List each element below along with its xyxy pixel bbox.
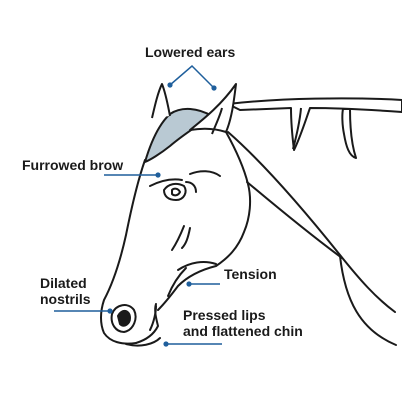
label-tension-text: Tension — [224, 266, 277, 282]
head-outline — [100, 131, 397, 347]
label-lowered-ears: Lowered ears — [145, 44, 235, 60]
ears-dot-right — [211, 85, 217, 91]
ears-leader — [169, 64, 215, 89]
label-furrowed-brow: Furrowed brow — [22, 157, 123, 173]
label-furrowed-brow-text: Furrowed brow — [22, 157, 124, 173]
label-tension: Tension — [224, 266, 277, 282]
back-ear-tip — [151, 83, 171, 119]
front-ear — [189, 83, 237, 133]
lips-dot — [163, 341, 169, 347]
leader-lines — [54, 64, 222, 345]
nostril — [110, 304, 137, 334]
leader-dots — [107, 82, 217, 347]
label-lowered-ears-text: Lowered ears — [145, 44, 236, 60]
nostrils-dot — [107, 308, 113, 314]
brow-dot — [155, 172, 161, 178]
label-nostrils-line2: nostrils — [40, 291, 91, 307]
label-nostrils-line1: Dilated — [40, 275, 87, 291]
label-pressed-lips: Pressed lips and flattened chin — [183, 307, 303, 339]
mane — [227, 97, 402, 159]
ears-dot-left — [167, 82, 173, 88]
tension-dot — [186, 281, 192, 287]
lowered-ears — [144, 83, 237, 163]
label-dilated-nostrils: Dilated nostrils — [40, 275, 91, 307]
label-lips-line2: and flattened chin — [183, 323, 303, 339]
label-lips-line1: Pressed lips — [183, 307, 266, 323]
